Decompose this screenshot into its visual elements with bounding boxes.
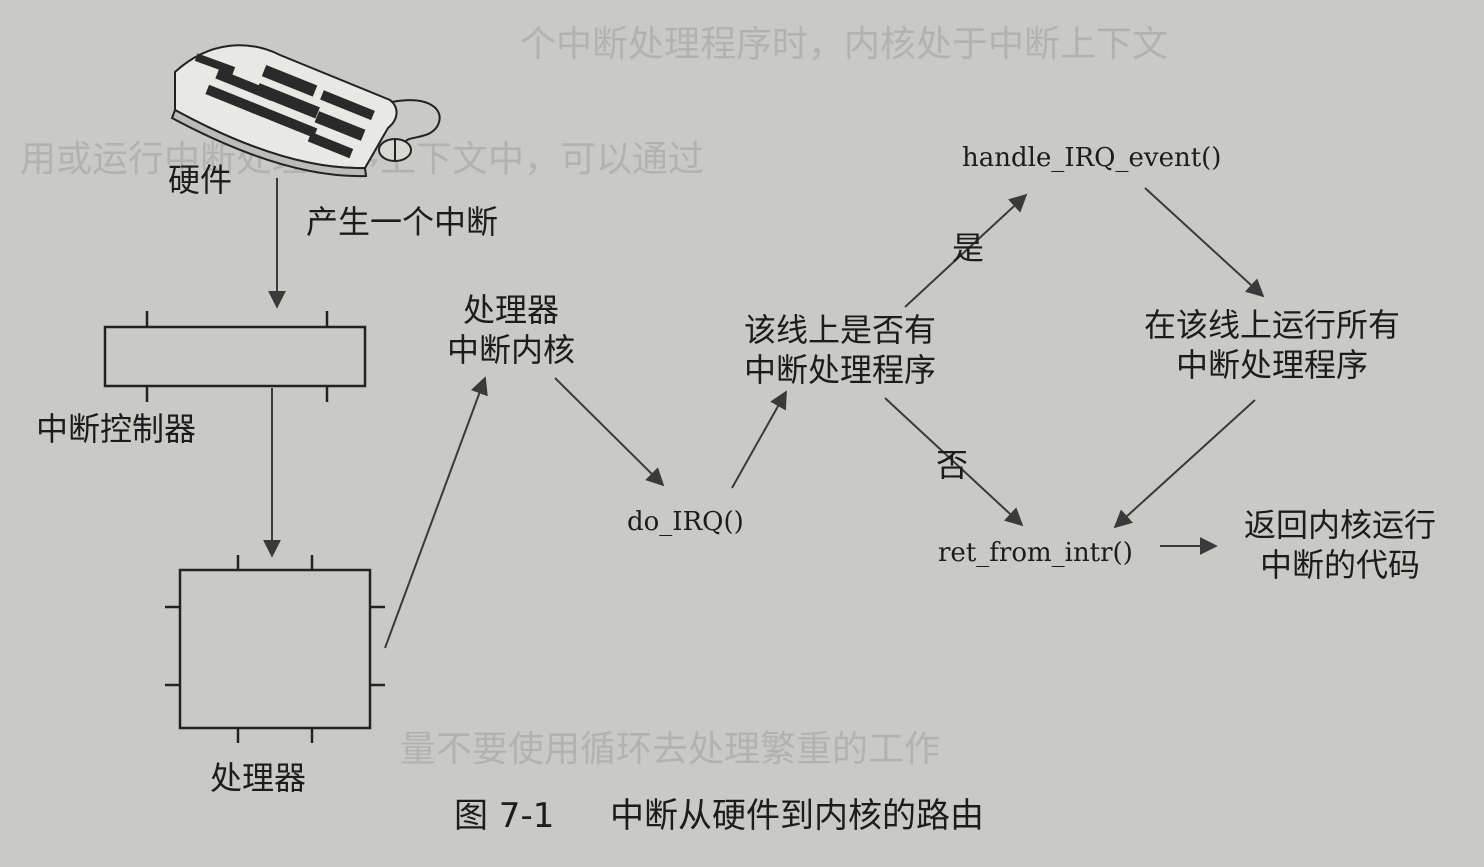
arrow-do-irq-to-question bbox=[731, 390, 787, 489]
handle-irq-event-label: handle_IRQ_event() bbox=[962, 143, 1222, 173]
figure-number: 图 7-1 bbox=[454, 796, 555, 836]
arrow-run-all-to-ret bbox=[1113, 399, 1256, 529]
do-irq-label: do_IRQ() bbox=[627, 507, 744, 537]
has-handler-question-line-1: 该线上是否有 bbox=[743, 311, 936, 349]
arrow-kernel-to-do-irq bbox=[554, 377, 665, 487]
arrow-yes bbox=[904, 193, 1028, 308]
has-handler-question-line-2: 中断处理程序 bbox=[743, 351, 936, 389]
arrow-handle-to-run-all bbox=[1144, 187, 1265, 298]
return-to-kernel-label: 返回内核运行 中断的代码 bbox=[1222, 505, 1458, 585]
return-to-kernel-line-1: 返回内核运行 bbox=[1243, 506, 1436, 544]
interrupt-controller-box bbox=[103, 311, 367, 402]
processor-label: 处理器 bbox=[210, 759, 307, 797]
generate-interrupt-label: 产生一个中断 bbox=[306, 203, 499, 241]
arrow-processor-to-kernel bbox=[384, 376, 488, 649]
processor-chip bbox=[165, 555, 385, 743]
has-handler-question: 该线上是否有 中断处理程序 bbox=[730, 310, 950, 390]
no-label: 否 bbox=[936, 446, 969, 484]
hardware-label: 硬件 bbox=[168, 161, 233, 199]
keyboard-icon bbox=[170, 44, 441, 178]
processor-interrupts-kernel-label: 处理器 中断内核 bbox=[436, 290, 586, 370]
figure-title: 中断从硬件到内核的路由 bbox=[609, 796, 984, 836]
processor-interrupts-kernel-line-1: 处理器 bbox=[462, 291, 559, 329]
return-to-kernel-line-2: 中断的代码 bbox=[1259, 546, 1420, 584]
yes-label: 是 bbox=[952, 229, 985, 267]
figure-caption: 图 7-1 中断从硬件到内核的路由 bbox=[454, 796, 984, 836]
run-all-handlers-line-1: 在该线上运行所有 bbox=[1143, 306, 1400, 344]
run-all-handlers-line-2: 中断处理程序 bbox=[1175, 346, 1368, 384]
arrow-no bbox=[884, 397, 1024, 527]
ret-from-intr-label: ret_from_intr() bbox=[938, 538, 1133, 568]
processor-interrupts-kernel-line-2: 中断内核 bbox=[446, 331, 575, 369]
interrupt-controller-label: 中断控制器 bbox=[36, 410, 197, 448]
run-all-handlers-label: 在该线上运行所有 中断处理程序 bbox=[1112, 305, 1432, 385]
